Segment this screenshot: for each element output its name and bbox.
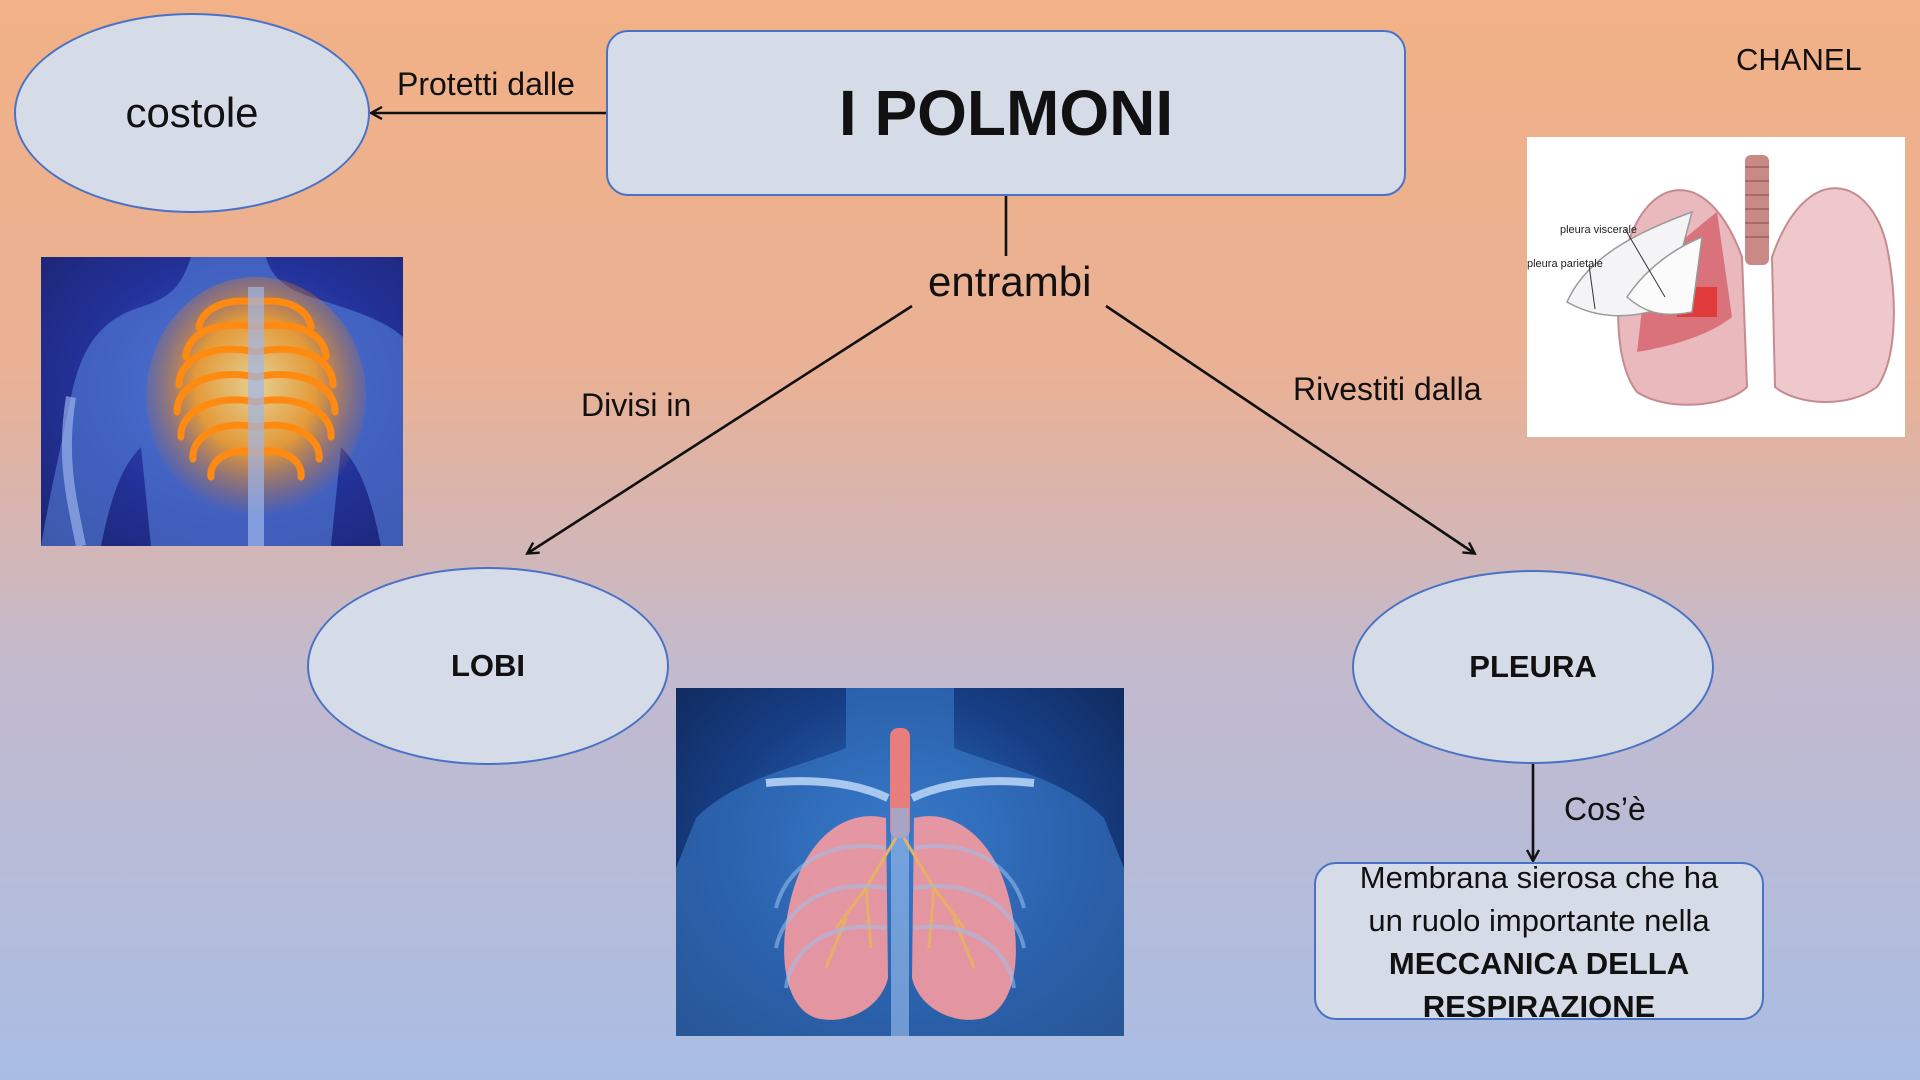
edge-entrambi-to-pleura [1105,304,1474,553]
edge-label-cose: Cos’è [1564,791,1646,827]
pleura-node: PLEURA [1352,570,1714,764]
costole-label: costole [125,89,259,136]
title-node: I POLMONI [606,30,1406,196]
lobi-node: LOBI [307,567,669,765]
definition-line-3: MECCANICA DELLA [1388,946,1690,981]
pleura-visceral-label: pleura viscerale [1560,224,1637,236]
pleura-parietal-label: pleura parietale [1527,258,1603,270]
definition-line-4: RESPIRAZIONE [1422,989,1656,1024]
lobi-label: LOBI [450,648,526,683]
edge-label-rivestiti: Rivestiti dalla [1293,371,1482,407]
costole-node: costole [14,13,370,213]
definition-node: Membrana sierosa che ha un ruolo importa… [1314,860,1764,1024]
author-label: CHANEL [1736,42,1862,77]
edge-label-protetti: Protetti dalle [397,66,575,102]
pleura-illustration: pleura viscerale pleura parietale [1527,137,1905,437]
entrambi-label: entrambi [928,258,1092,305]
ribcage-image [41,257,403,546]
page-title: I POLMONI [838,77,1174,149]
lungs-xray-image [676,688,1124,1036]
definition-line-1: Membrana sierosa che ha [1359,860,1719,895]
pleura-label: PLEURA [1469,649,1597,684]
definition-line-2: un ruolo importante nella [1368,903,1710,938]
edge-label-divisi: Divisi in [581,387,692,423]
edge-entrambi-to-lobi [528,304,913,553]
